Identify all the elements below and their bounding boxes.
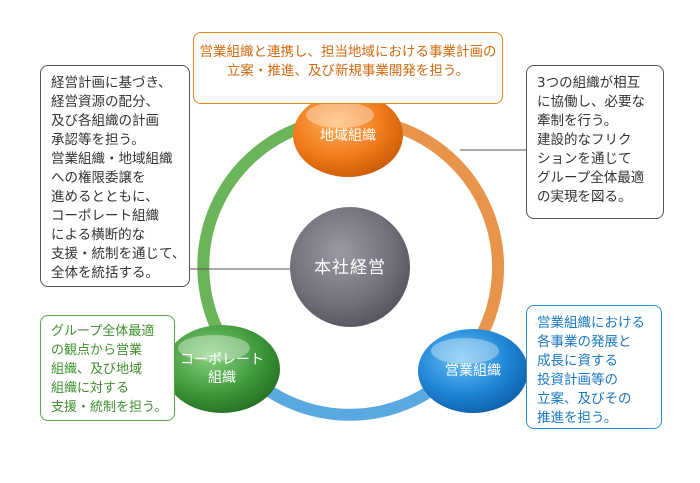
node-top-highlight <box>306 102 374 128</box>
ring-segment-left <box>197 118 318 341</box>
node-top-label: 地域組織 <box>320 128 376 144</box>
box-sales-description: 営業組織における 各事業の発展と 成長に資する 投資計画等の 立案、及びその 推… <box>526 305 662 429</box>
box-line: 牽制を行う。 <box>537 113 618 129</box>
box-line: グループ全体最適 <box>537 170 645 186</box>
node-right-label: 営業組織 <box>445 363 501 379</box>
box-line: 組織に対する <box>51 381 130 396</box>
node-right-highlight <box>431 338 499 364</box>
box-line: 経営計画に基づき、 <box>51 75 172 91</box>
box-line: 支援・統制を担う。 <box>51 400 168 415</box>
box-line: ションを通じて <box>537 151 632 167</box>
node-left-circle <box>164 325 280 413</box>
box-line: 経営資源の配分、 <box>51 94 159 110</box>
box-line: 各事業の発展と <box>537 334 632 350</box>
node-left-label-line: コーポレート <box>180 352 264 368</box>
box-line: 建設的なフリク <box>537 132 632 148</box>
box-corporate-description: グループ全体最適 の観点から営業 組織、及び地域 組織に対する 支援・統制を担う… <box>40 315 175 421</box>
center-label: 本社経営 <box>314 258 386 278</box>
box-line: 承認等を担う。 <box>51 132 145 148</box>
box-line: 組織、及び地域 <box>51 362 143 377</box>
box-line: に協働し、必要な <box>537 94 645 110</box>
box-line: 営業組織における <box>537 315 645 331</box>
box-line: 投資計画等の <box>537 372 618 388</box>
ring-segment-top-right <box>377 117 505 351</box>
box-line: 推進を担う。 <box>537 410 618 426</box>
box-head-office-description: 経営計画に基づき、 経営資源の配分、 及び各組織の計画 承認等を担う。 営業組織… <box>40 65 190 287</box>
box-line: への権限委譲を <box>51 170 146 186</box>
box-line: グループ全体最適 <box>51 324 155 339</box>
box-collaboration-description: 3つの組織が相互 に協働し、必要な 牽制を行う。 建設的なフリク ションを通じて… <box>526 65 664 219</box>
box-line: 進めるとともに、 <box>51 189 159 205</box>
box-line: による横断的な <box>51 227 146 243</box>
box-line: 3つの組織が相互 <box>537 75 641 91</box>
box-line: 成長に資する <box>537 353 618 369</box>
box-line: の実現を図る。 <box>537 189 632 205</box>
box-regional-description: 営業組織と連携し、担当地域における事業計画の 立案・推進、及び新規事業開発を担う… <box>193 32 503 104</box>
center-circle <box>290 207 410 327</box>
box-line: 立案、及びその <box>537 391 632 407</box>
box-line: 立案・推進、及び新規事業開発を担う。 <box>226 63 470 79</box>
box-line: 支援・統制を通じて、 <box>51 246 186 262</box>
box-line: 全体を統括する。 <box>51 265 159 281</box>
box-line: 営業組織と連携し、担当地域における事業計画の <box>199 44 497 60</box>
box-line: コーポレート組織 <box>51 208 159 224</box>
ring-segment-bottom <box>252 374 451 421</box>
box-line: の観点から営業 <box>51 343 143 358</box>
node-right-circle <box>418 329 528 413</box>
node-left-highlight <box>178 335 250 361</box>
box-line: 及び各組織の計画 <box>51 113 159 129</box>
box-line: 営業組織・地域組織 <box>51 151 173 167</box>
node-top-circle <box>293 93 403 177</box>
node-left-label-line: 組織 <box>208 370 236 386</box>
node-left-label: コーポレート 組織 <box>166 351 278 387</box>
